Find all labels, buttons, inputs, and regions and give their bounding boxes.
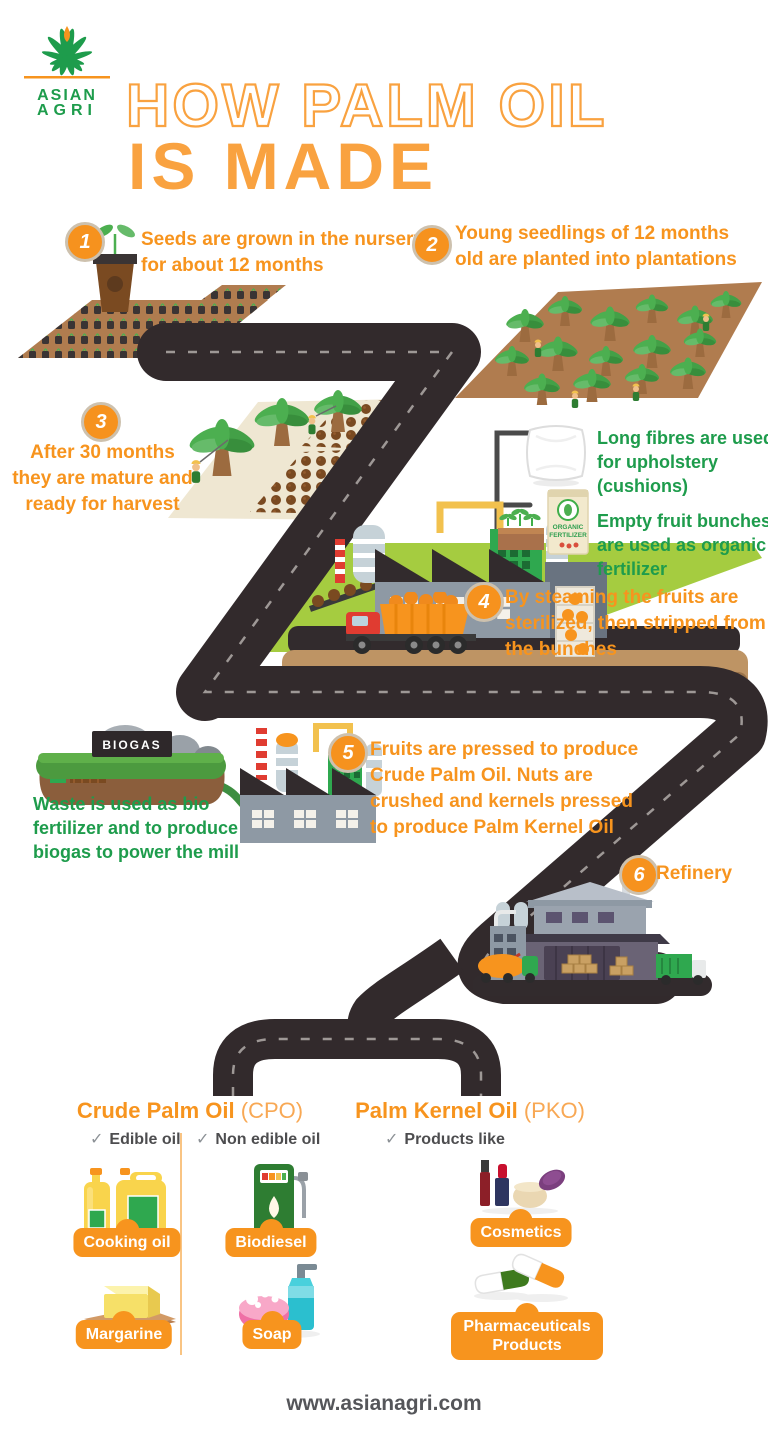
bag-label-line2: FERTILIZER [549,532,587,539]
press-mill-illustration [240,723,382,843]
page-title-line1: HOW PALM OIL [126,72,608,139]
oil-drop-icon [64,26,70,42]
pko-title: Palm Kernel Oil (PKO) [340,1098,600,1124]
pko-title-text: Palm Kernel Oil [355,1098,518,1123]
cpo-edible-label: ✓Edible oil [90,1131,181,1148]
check-icon: ✓ [196,1131,210,1148]
cooking-oil-badge: Cooking oil [73,1228,181,1257]
pko-products-label: ✓Products like [385,1131,505,1148]
fertilizer-note: Empty fruit bunches are used as organic … [597,511,768,579]
brand-line1: ASIAN [37,87,97,104]
page-title-line2: IS MADE [128,129,439,203]
biogas-plant-illustration: BIOGAS [36,725,226,805]
capsules-icon [474,1253,568,1302]
biogas-sign: BIOGAS [102,738,161,752]
step-5-number: 5 [328,733,368,773]
cpo-non-edible-label: ✓Non edible oil [196,1131,321,1148]
plantation-illustration [455,282,762,408]
cpo-column-divider [180,1133,182,1355]
brand-logo: ASIAN AGRI [22,12,112,119]
fibres-note: Long fibres are used for upholstery (cus… [597,428,768,496]
biodiesel-badge: Biodiesel [225,1228,317,1257]
check-icon: ✓ [90,1131,104,1148]
brand-name: ASIAN AGRI [22,87,112,119]
step-6-text: Refinery [656,863,733,884]
step-5-text: Fruits are pressed to produce Crude Palm… [370,739,639,838]
step-3-number: 3 [81,402,121,442]
website-link[interactable]: www.asianagri.com [286,1392,482,1415]
waste-note: Waste is used as bio fertilizer and to p… [33,794,240,862]
cushion-icon [526,425,586,487]
step-2-text: Young seedlings of 12 months old are pla… [455,223,737,270]
title-outline: HOW PALM OIL [125,72,608,140]
refinery-illustration [472,882,712,996]
step-1-number: 1 [65,222,105,262]
step-1-text: Seeds are grown in the nursery for about… [141,229,424,276]
margarine-badge: Margarine [75,1320,173,1349]
step-4-number: 4 [464,582,504,622]
cosmetics-icon [480,1160,566,1215]
pko-abbr: (PKO) [523,1098,585,1123]
cosmetics-badge: Cosmetics [470,1218,572,1247]
step-6-number: 6 [619,855,659,895]
fertilizer-bag-icon: ORGANIC FERTILIZER [498,489,589,555]
bag-label-line1: ORGANIC [553,524,584,531]
palm-leaf-logo-icon [24,26,110,79]
pharmaceuticals-badge: Pharmaceuticals Products [451,1312,603,1360]
fruit-truck-illustration [346,592,476,654]
soap-badge: Soap [242,1320,302,1349]
step-4-text: By steaming the fruits are sterilized, t… [505,587,766,660]
check-icon: ✓ [385,1131,399,1148]
cpo-abbr: (CPO) [240,1098,304,1123]
cpo-title: Crude Palm Oil (CPO) [60,1098,320,1124]
step-2-number: 2 [412,225,452,265]
cpo-title-text: Crude Palm Oil [76,1098,235,1123]
step-3-text: After 30 months they are mature and read… [12,442,193,515]
brand-line2: AGRI [37,102,97,119]
nursery-illustration [18,224,286,358]
